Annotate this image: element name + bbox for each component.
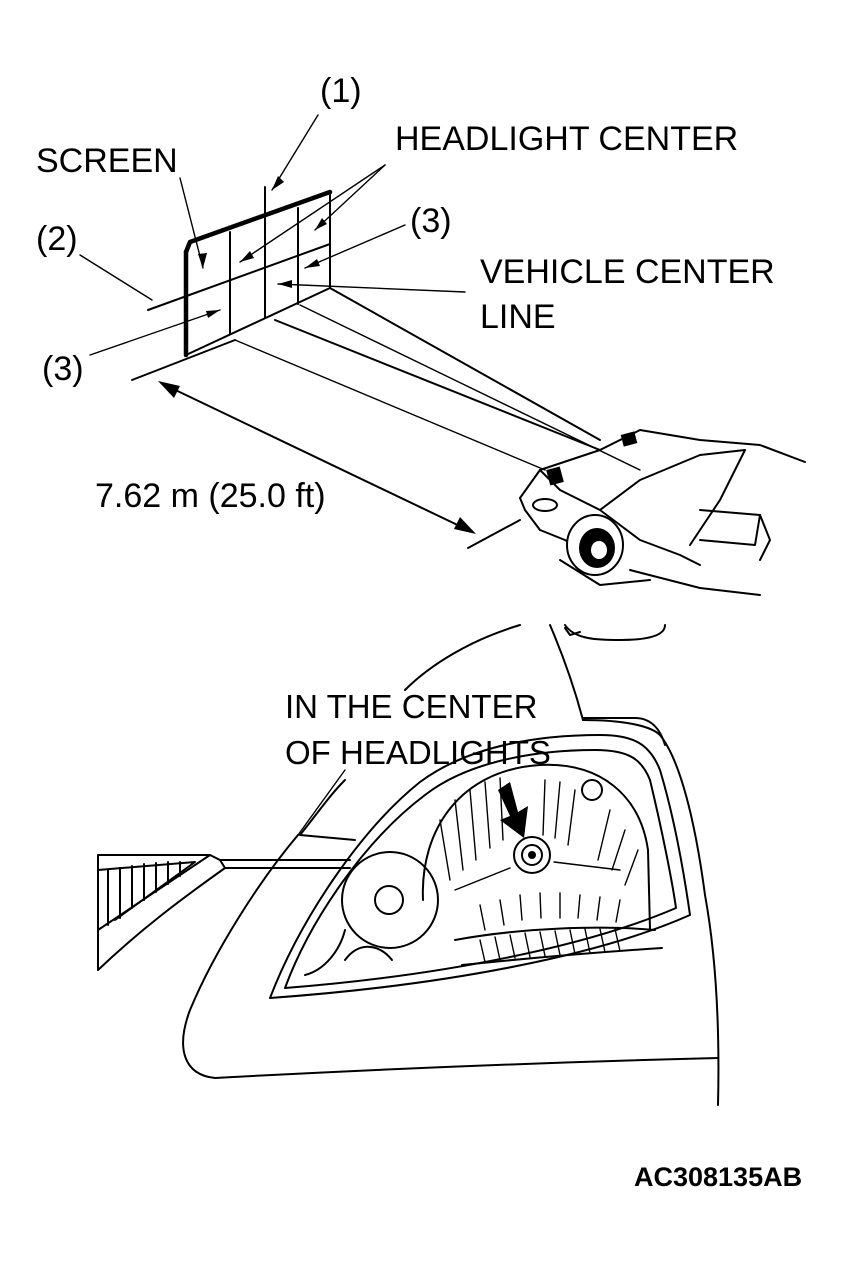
screen-label: SCREEN [36,142,178,180]
high-beam-reflector [421,763,663,966]
in-center-label: IN THE CENTER [285,688,537,725]
callout-1-label: (1) [320,72,362,110]
aiming-screen [147,186,333,358]
center-arrow [498,782,528,838]
floor-guide-lines [131,287,641,549]
distance-arrow [158,381,476,534]
distance-label: 7.62 m (25.0 ft) [95,477,326,515]
grille [97,854,351,971]
callout-2-label: (2) [36,220,78,258]
vehicle-center-line-label-2: LINE [480,298,556,336]
vehicle-rear [519,429,806,596]
headlight-center-label: HEADLIGHT CENTER [395,120,738,158]
in-center-label-2: OF HEADLIGHTS [285,734,551,771]
vehicle-center-line-label: VEHICLE CENTER [480,253,775,291]
callout-3-left-label: (3) [42,350,84,388]
figure-code: AC308135AB [634,1162,802,1192]
callout-3-right-label: (3) [410,202,452,240]
screen-setup-illustration: (1) HEADLIGHT CENTER SCREEN (2) (3) VEHI… [36,72,806,596]
headlight-detail-illustration: IN THE CENTER OF HEADLIGHTS [97,624,720,1106]
low-beam-reflector [304,851,439,976]
leader-lines-top [79,114,466,356]
